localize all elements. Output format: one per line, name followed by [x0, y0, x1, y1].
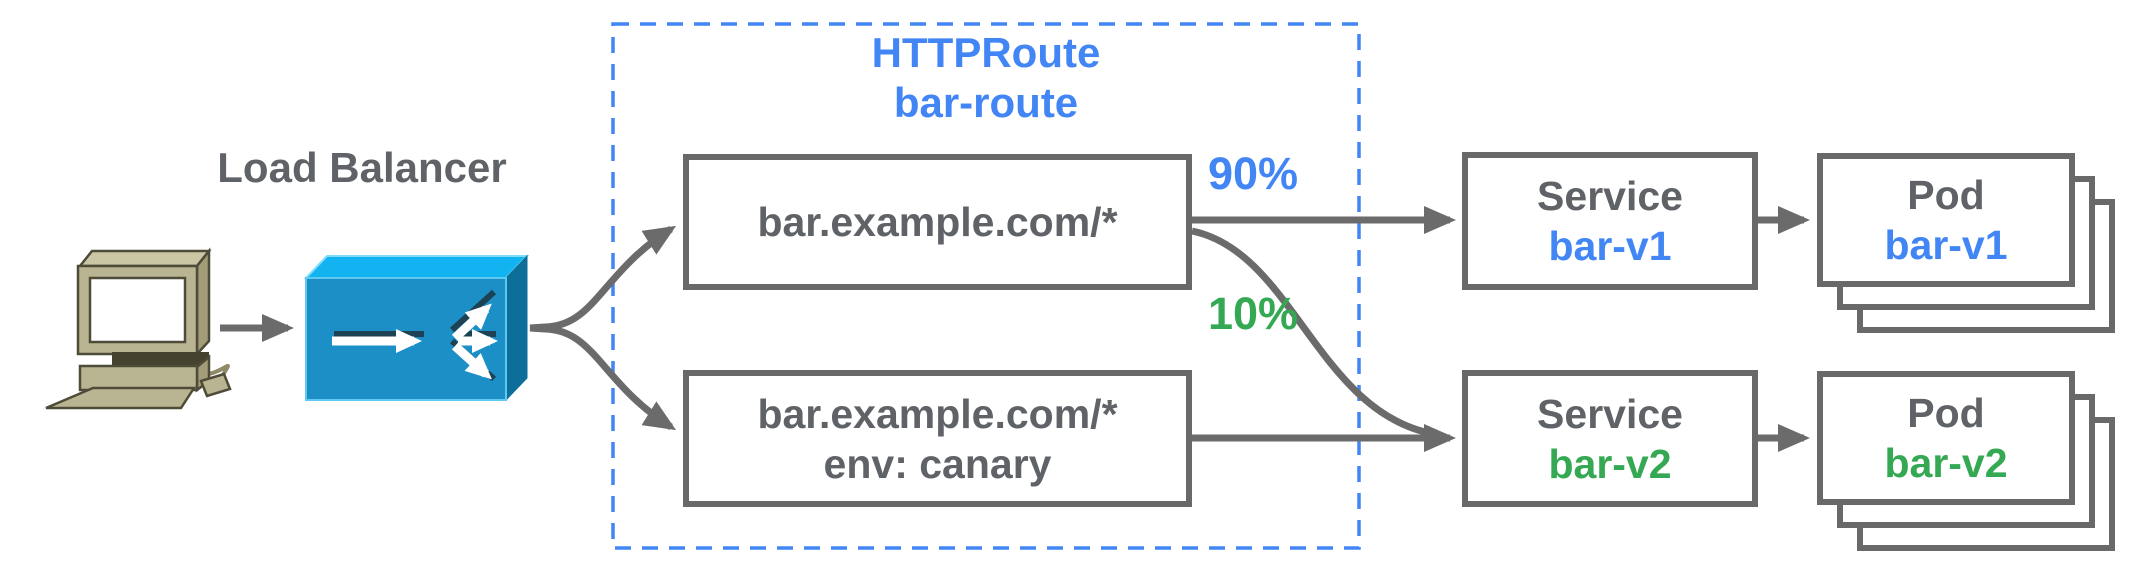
pod-v2-name-label: bar-v2	[1884, 440, 2008, 486]
keyboard	[45, 386, 197, 410]
pod-v1-node: Pod bar-v1	[1817, 153, 2075, 287]
service-v2-kind-label: Service	[1537, 390, 1683, 437]
httproute-dashed-boundary	[611, 22, 1361, 550]
httproute-name-label: bar-route	[893, 79, 1079, 126]
httproute-kind-label: HTTPRoute	[871, 29, 1101, 76]
service-v1-kind-label: Service	[1537, 173, 1683, 219]
desktop-computer-icon	[45, 247, 232, 410]
route-rule-2-box: bar.example.com/* env: canary	[683, 370, 1192, 507]
pod-v2-kind-label: Pod	[1907, 390, 1985, 436]
load-balancer-icon	[303, 254, 530, 402]
pod-v1-name-label: bar-v1	[1884, 222, 2008, 268]
arrow-route1-to-service-v2-10pct-curve	[1191, 227, 1441, 439]
weight-label-10: 10%	[1208, 288, 1299, 339]
pod-v1-kind-label: Pod	[1907, 172, 1985, 218]
mouse	[199, 372, 232, 398]
service-v1-node: Service bar-v1	[1462, 152, 1758, 290]
lb-split-arrows	[332, 303, 498, 380]
route-rule-2-match: bar.example.com/*	[757, 390, 1118, 437]
route-rule-1-match: bar.example.com/*	[757, 199, 1118, 245]
service-v2-name-label: bar-v2	[1548, 440, 1672, 487]
pod-v2-node: Pod bar-v2	[1817, 371, 2075, 505]
httproute-title: HTTPRoute bar-route	[613, 28, 1359, 128]
arrow-loadbalancer-to-route2	[529, 324, 677, 431]
arrow-loadbalancer-to-route1	[529, 225, 677, 332]
connector-arrows	[220, 206, 1810, 452]
weight-label-90: 90%	[1208, 148, 1299, 199]
route-rule-2-header-match: env: canary	[823, 440, 1052, 487]
route-rule-1-box: bar.example.com/*	[683, 154, 1192, 290]
service-v2-node: Service bar-v2	[1462, 370, 1758, 507]
load-balancer-label: Load Balancer	[217, 144, 507, 191]
service-v1-name-label: bar-v1	[1548, 223, 1672, 269]
